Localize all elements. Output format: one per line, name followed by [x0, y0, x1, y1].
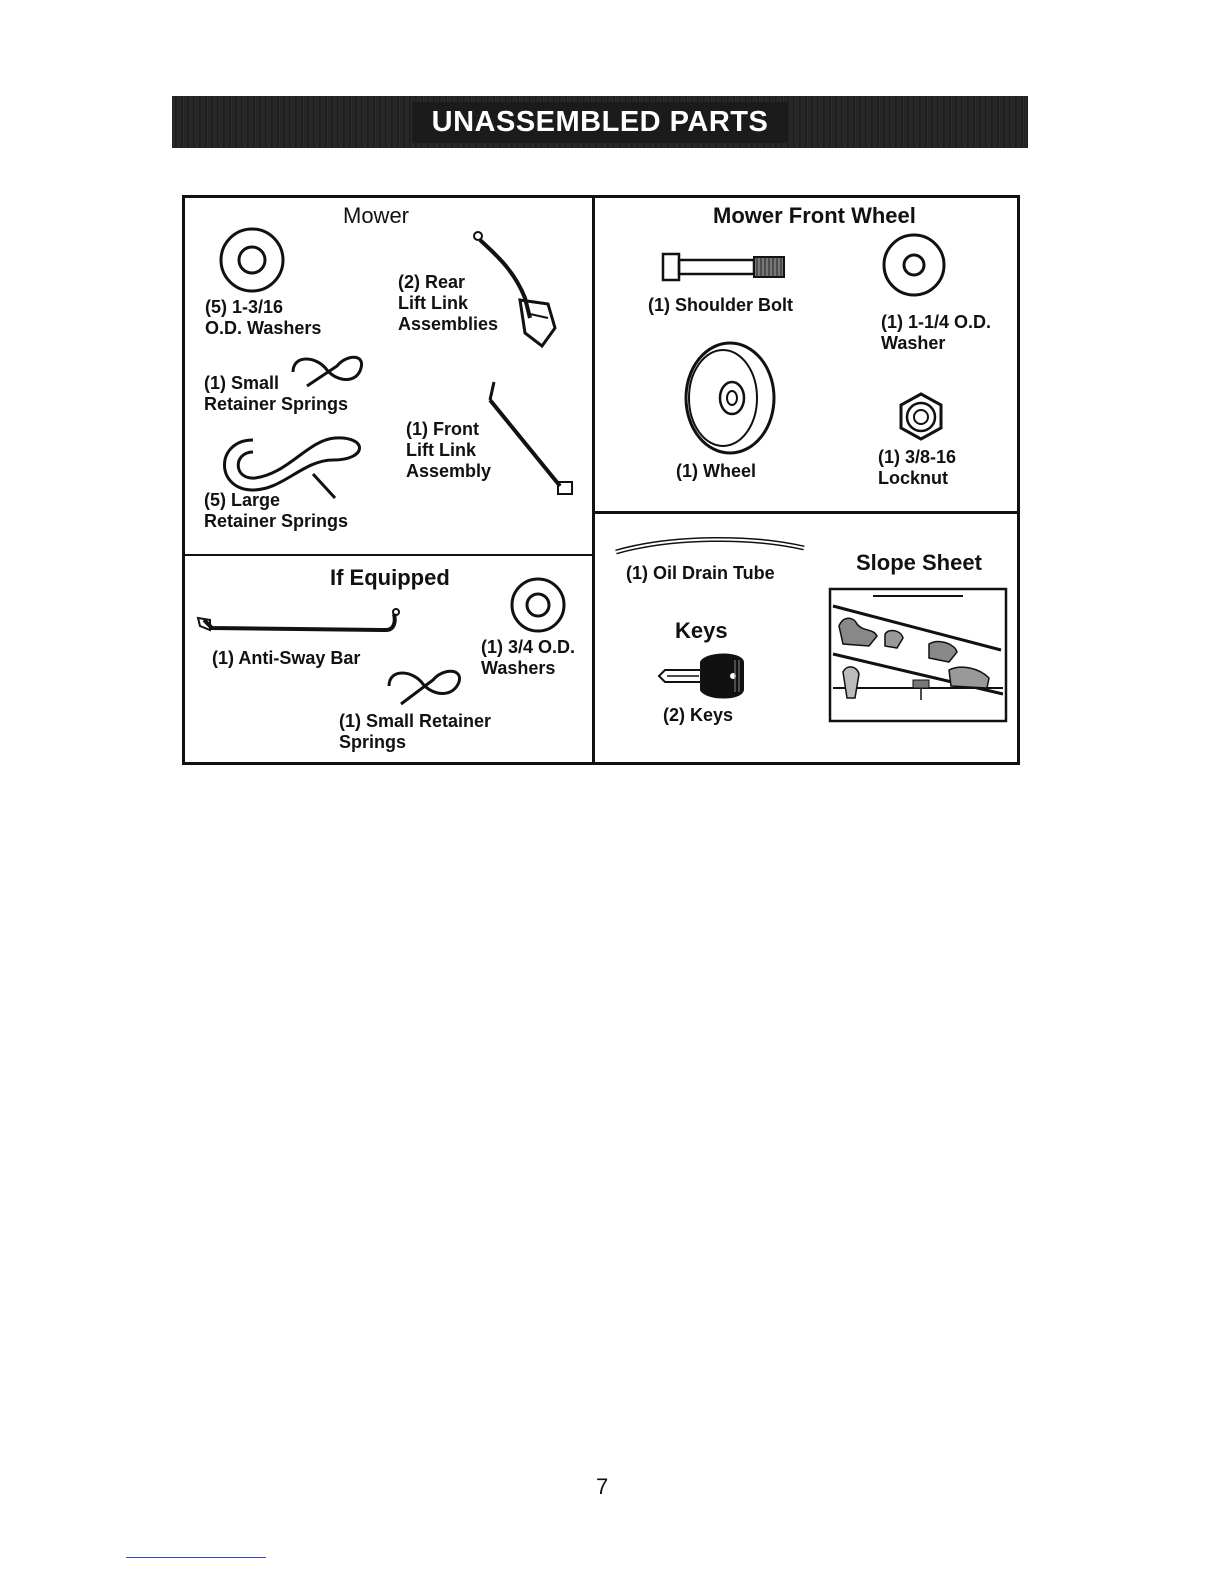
- front-wheel-washer-label: (1) 1-1/4 O.D. Washer: [881, 312, 992, 353]
- section-banner: UNASSEMBLED PARTS: [172, 96, 1028, 148]
- mower-washers-label: (5) 1-3/16 O.D. Washers: [205, 297, 322, 338]
- section-title: UNASSEMBLED PARTS: [411, 101, 789, 143]
- left-divider: [182, 554, 594, 556]
- anti-sway-bar-label: (1) Anti-Sway Bar: [212, 648, 361, 668]
- small-retainer-spring-icon: [291, 355, 364, 388]
- mower-heading: Mower: [343, 203, 410, 228]
- front-wheel-heading: Mower Front Wheel: [713, 203, 916, 228]
- if-equipped-springs-label: (1) Small Retainer Springs: [339, 711, 492, 752]
- if-equipped-heading: If Equipped: [330, 565, 450, 590]
- large-retainer-spring-icon: [223, 436, 361, 500]
- keys-heading: Keys: [675, 618, 728, 643]
- rear-lift-link-icon: [473, 231, 557, 349]
- wheel-icon: [684, 341, 776, 455]
- locknut-label: (1) 3/8-16 Locknut: [878, 447, 957, 488]
- front-lift-link-label: (1) Front Lift Link Assembly: [406, 419, 492, 481]
- large-springs-label: (5) Large Retainer Springs: [204, 490, 349, 531]
- washer-icon: [510, 577, 566, 633]
- slope-sheet-icon: [828, 587, 1008, 723]
- keys-label: (2) Keys: [663, 705, 734, 725]
- shoulder-bolt-icon: [661, 252, 785, 282]
- vertical-divider: [592, 195, 595, 765]
- small-springs-label: (1) Small Retainer Springs: [204, 373, 349, 414]
- locknut-icon: [899, 392, 943, 441]
- anti-sway-bar-icon: [196, 608, 400, 633]
- right-divider: [594, 511, 1020, 514]
- slope-sheet-heading: Slope Sheet: [856, 550, 982, 575]
- if-equipped-washers-label: (1) 3/4 O.D. Washers: [481, 637, 576, 678]
- parts-table: [182, 195, 1020, 765]
- small-retainer-spring-icon: [387, 669, 461, 706]
- shoulder-bolt-label: (1) Shoulder Bolt: [648, 295, 793, 315]
- front-lift-link-icon: [488, 381, 573, 495]
- footer-rule: [126, 1557, 266, 1558]
- wheel-label: (1) Wheel: [676, 461, 757, 481]
- washer-icon: [219, 227, 285, 293]
- page-number: 7: [596, 1474, 609, 1499]
- washer-icon: [882, 233, 946, 297]
- rear-lift-link-label: (2) Rear Lift Link Assemblies: [398, 272, 499, 334]
- oil-drain-tube-icon: [615, 536, 805, 555]
- oil-drain-tube-label: (1) Oil Drain Tube: [626, 563, 775, 583]
- key-icon: [657, 653, 744, 699]
